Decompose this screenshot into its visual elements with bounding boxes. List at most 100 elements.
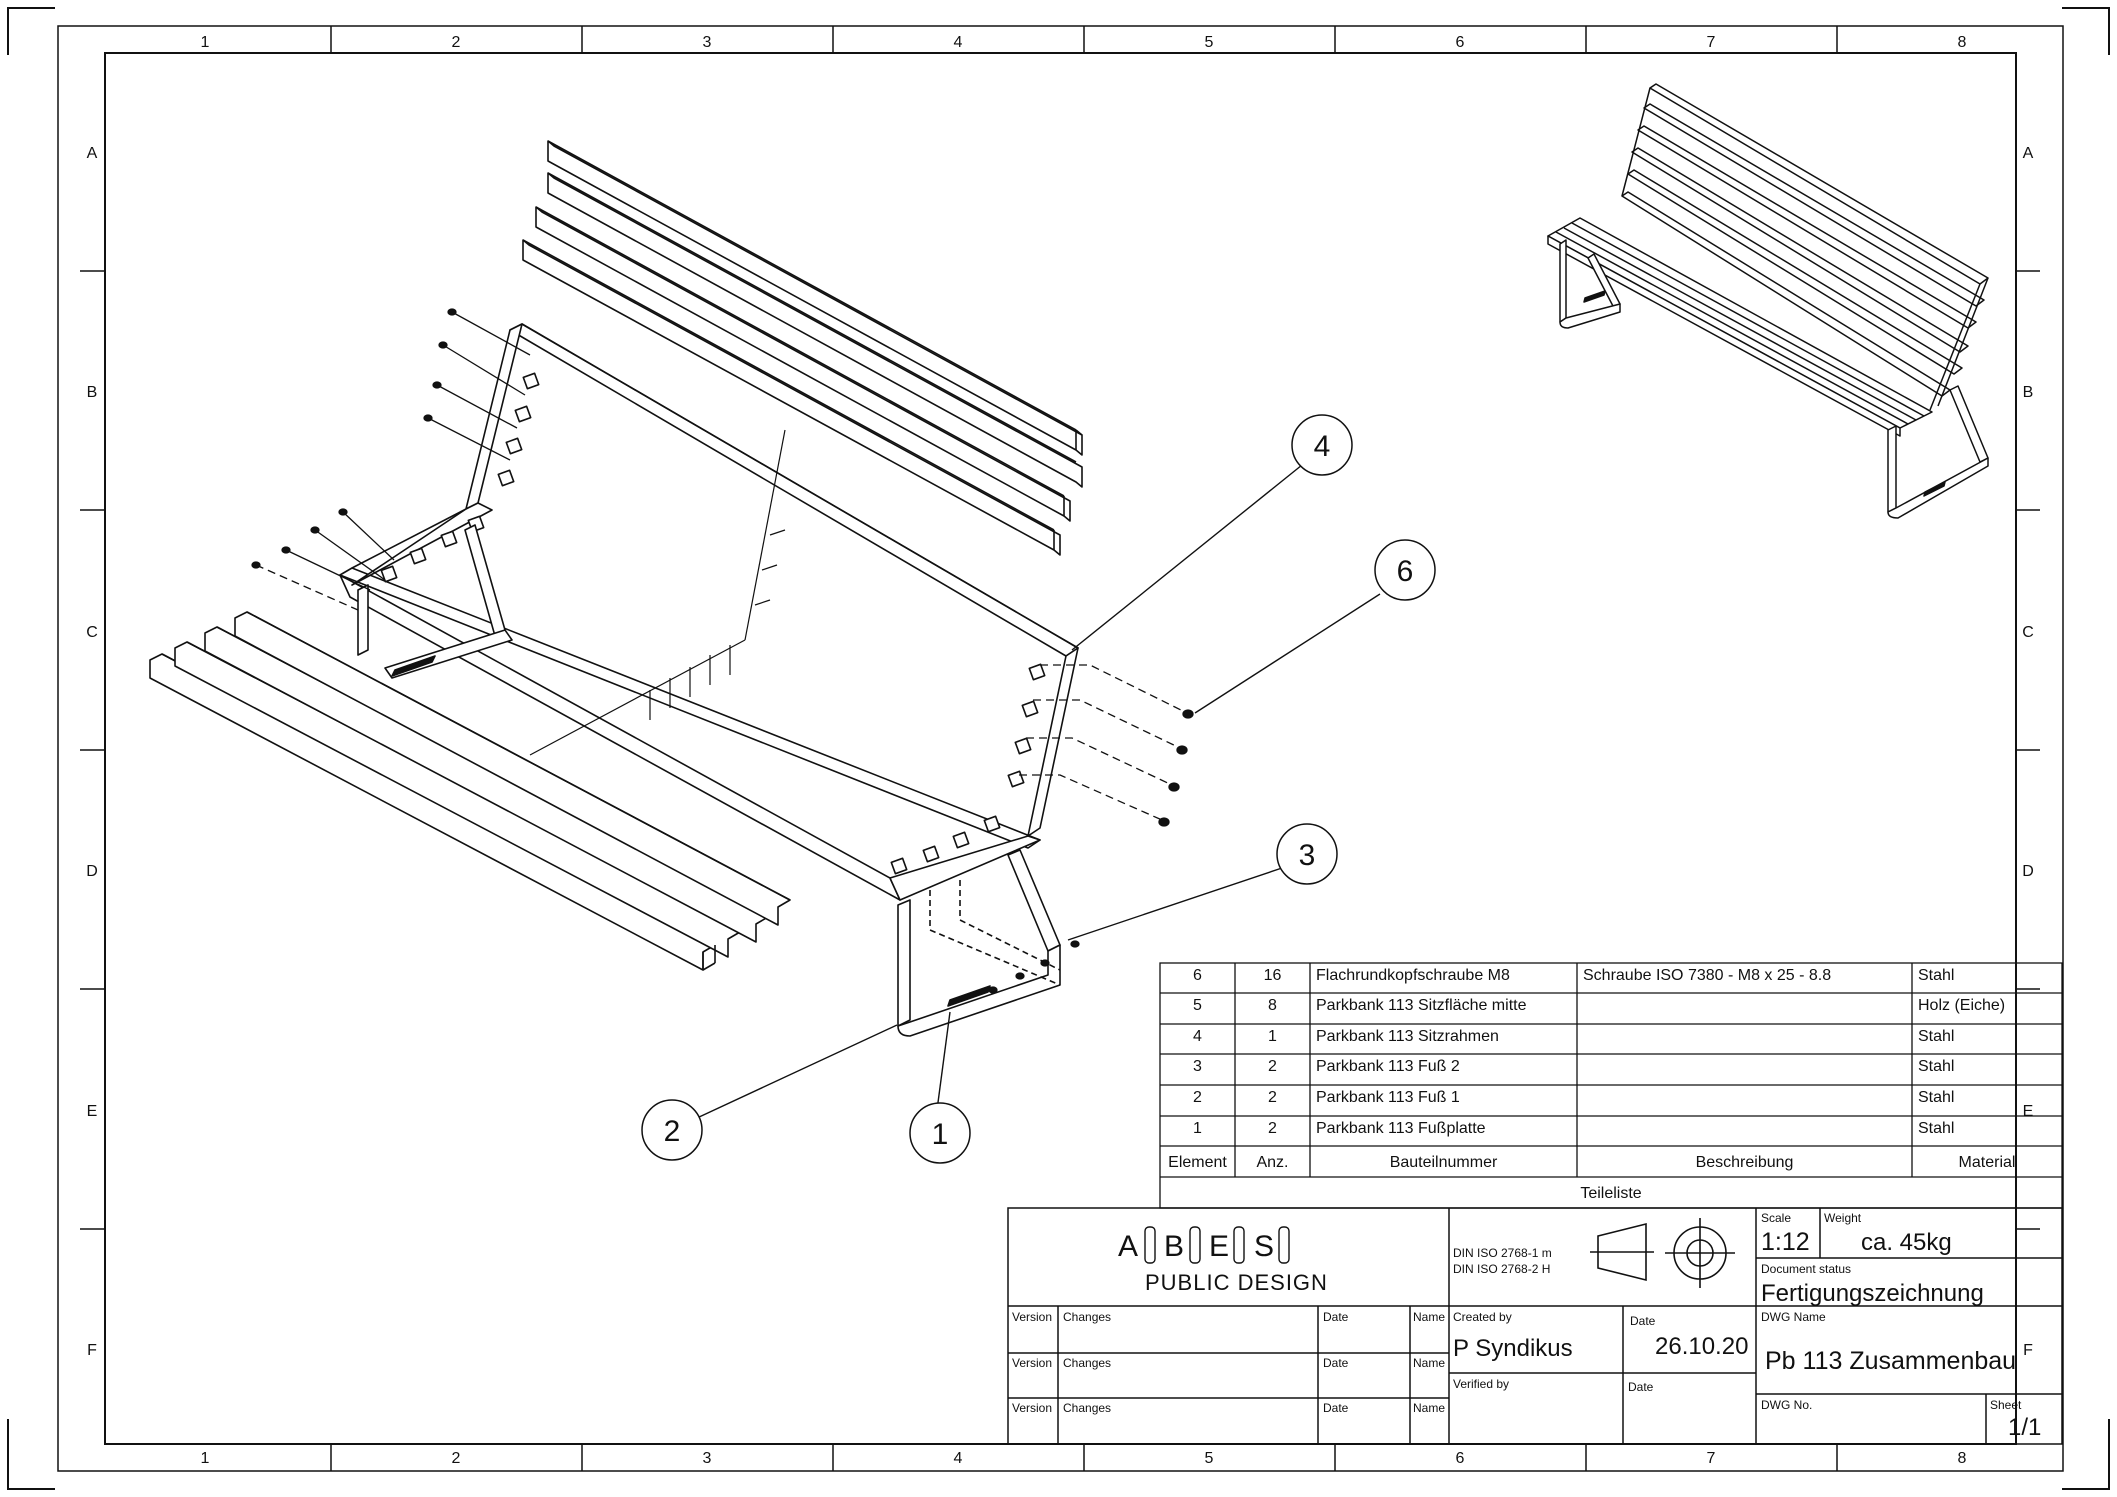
balloon-1	[909, 1102, 971, 1164]
version-label: Version	[1012, 1356, 1053, 1370]
date-value: 26.10.20	[1655, 1333, 1749, 1360]
col-label: 3	[703, 34, 712, 51]
changes-label: Changes	[1063, 1356, 1112, 1370]
col-label: 7	[1707, 34, 1716, 51]
row-label: D	[86, 863, 98, 880]
logo-subtitle: PUBLIC DESIGN	[1145, 1270, 1328, 1295]
scale-label: Scale	[1761, 1211, 1792, 1225]
parts-cell-part: Parkbank 113 Fußplatte	[1316, 1120, 1486, 1137]
document-status-value: Fertigungszeichnung	[1761, 1280, 1984, 1307]
balloon-label: 3	[1299, 839, 1316, 872]
projection-symbol-icon	[1590, 1218, 1735, 1288]
verified-by-label: Verified by	[1453, 1377, 1510, 1391]
dwg-name-label: DWG Name	[1761, 1310, 1826, 1324]
parts-header-material: Material	[1958, 1154, 2016, 1171]
balloon-2	[641, 1099, 703, 1161]
row-label: B	[2023, 384, 2034, 401]
grid-labels: 1 2 3 4 5 6 7 8 1 2 3 4 5 6 7 8 A B C D …	[86, 34, 2034, 1467]
name-label: Name	[1413, 1310, 1446, 1324]
col-label: 8	[1958, 34, 1967, 51]
parts-cell-element: 1	[1193, 1120, 1202, 1137]
logo-mark	[1144, 1226, 1290, 1264]
balloon-label: 6	[1397, 555, 1414, 588]
hidden-edges	[529, 429, 786, 756]
parts-cell-element: 6	[1193, 967, 1202, 984]
outer-frame	[57, 25, 2064, 1472]
row-label: F	[87, 1342, 97, 1359]
name-label: Name	[1413, 1401, 1446, 1415]
col-label: 1	[201, 1450, 210, 1467]
logo-letter-s: S	[1254, 1230, 1275, 1263]
parts-cell-part: Flachrundkopfschraube M8	[1316, 967, 1510, 984]
tolerance-standard-1: DIN ISO 2768-1 m	[1453, 1246, 1552, 1260]
balloon-6	[1374, 539, 1436, 601]
parts-cell-material: Stahl	[1918, 1058, 1955, 1075]
balloon-label: 1	[932, 1118, 949, 1151]
parts-cell-qty: 16	[1263, 967, 1282, 984]
row-label: F	[2023, 1342, 2033, 1359]
col-label: 4	[954, 1450, 963, 1467]
parts-cell-part: Parkbank 113 Sitzrahmen	[1316, 1028, 1499, 1045]
date-label: Date	[1323, 1310, 1349, 1324]
weight-value: ca. 45kg	[1861, 1229, 1952, 1256]
logo-letter-a: A	[1118, 1230, 1139, 1263]
parts-cell-element: 2	[1193, 1089, 1202, 1106]
row-label: A	[2023, 145, 2034, 162]
col-label: 7	[1707, 1450, 1716, 1467]
row-label: E	[87, 1103, 98, 1120]
parts-cell-qty: 1	[1268, 1028, 1277, 1045]
col-label: 4	[954, 34, 963, 51]
col-label: 6	[1456, 1450, 1465, 1467]
parts-cell-qty: 2	[1268, 1089, 1277, 1106]
sheet-value: 1/1	[2008, 1414, 2042, 1441]
changes-label: Changes	[1063, 1401, 1112, 1415]
balloons	[641, 414, 1436, 1164]
parts-header-element: Element	[1168, 1154, 1227, 1171]
row-label: C	[86, 624, 98, 641]
parts-cell-material: Stahl	[1918, 967, 1955, 984]
row-label: D	[2022, 863, 2034, 880]
exploded-view	[149, 140, 1381, 1119]
screws-left	[251, 308, 531, 611]
row-label: C	[2022, 624, 2034, 641]
title-block-grid	[1007, 1207, 2063, 1445]
col-label: 3	[703, 1450, 712, 1467]
col-label: 5	[1205, 34, 1214, 51]
parts-header-part: Bauteilnummer	[1389, 1154, 1498, 1171]
parts-cell-desc: Schraube ISO 7380 - M8 x 25 - 8.8	[1583, 967, 1832, 984]
col-label: 2	[452, 1450, 461, 1467]
created-by-value: P Syndikus	[1453, 1335, 1573, 1362]
balloon-3	[1276, 823, 1338, 885]
trim-marks	[7, 7, 2110, 1490]
col-label: 2	[452, 34, 461, 51]
grid-ticks	[80, 26, 2040, 1471]
parts-cell-part: Parkbank 113 Fuß 1	[1316, 1089, 1460, 1106]
seat-frame	[339, 323, 1079, 901]
parts-header-desc: Beschreibung	[1695, 1154, 1794, 1171]
logo-letter-b: B	[1164, 1230, 1185, 1263]
col-label: 6	[1456, 34, 1465, 51]
date-label: Date	[1630, 1314, 1656, 1328]
date-label: Date	[1323, 1401, 1349, 1415]
parts-cell-qty: 2	[1268, 1120, 1277, 1137]
right-foot	[897, 849, 1061, 1037]
left-foot	[357, 524, 513, 679]
row-label: B	[87, 384, 98, 401]
date-label: Date	[1323, 1356, 1349, 1370]
version-label: Version	[1012, 1310, 1053, 1324]
parts-cell-element: 4	[1193, 1028, 1202, 1045]
parts-cell-qty: 8	[1268, 997, 1277, 1014]
parts-cell-part: Parkbank 113 Fuß 2	[1316, 1058, 1460, 1075]
sheet-label: Sheet	[1990, 1398, 2022, 1412]
leader-lines	[696, 464, 1381, 1119]
col-label: 8	[1958, 1450, 1967, 1467]
parts-cell-material: Stahl	[1918, 1089, 1955, 1106]
parts-cell-material: Stahl	[1918, 1028, 1955, 1045]
dwg-no-label: DWG No.	[1761, 1398, 1813, 1412]
parts-cell-element: 5	[1193, 997, 1202, 1014]
col-label: 1	[201, 34, 210, 51]
col-label: 5	[1205, 1450, 1214, 1467]
backrest-slats	[522, 140, 1083, 556]
parts-header-qty: Anz.	[1256, 1154, 1289, 1171]
